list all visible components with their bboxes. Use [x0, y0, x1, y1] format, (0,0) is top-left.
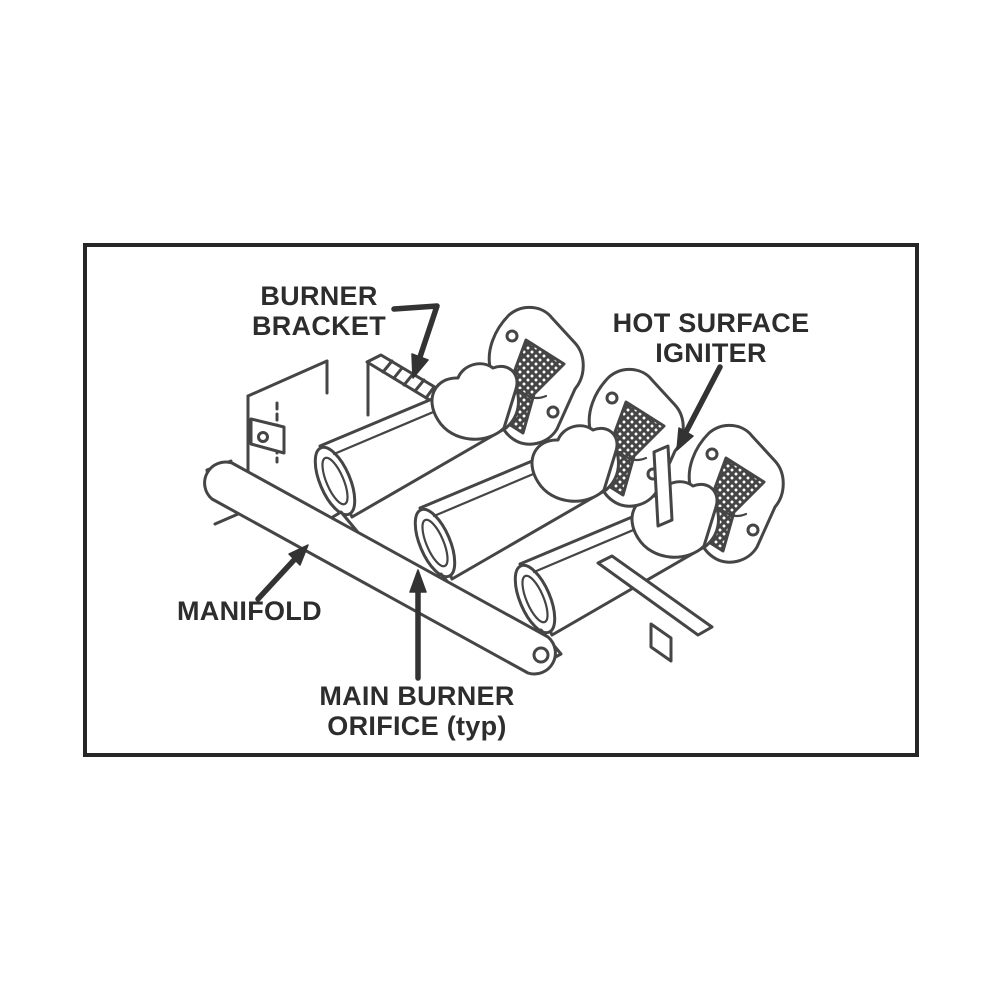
manifold-end-cap-hole — [532, 646, 550, 664]
label-main-burner-orifice: MAIN BURNER ORIFICE (typ) — [302, 681, 532, 741]
igniter-rod — [652, 444, 674, 528]
label-main-burner-orifice-line1: MAIN BURNER — [319, 681, 515, 711]
label-burner-bracket: BURNER BRACKET — [239, 281, 399, 341]
label-hot-surface-igniter: HOT SURFACE IGNITER — [606, 308, 816, 368]
label-manifold: MANIFOLD — [177, 596, 322, 626]
manifold-arrow — [255, 544, 309, 602]
label-hot-surface-igniter-line1: HOT SURFACE — [612, 308, 810, 338]
label-burner-bracket-line2: BRACKET — [251, 311, 387, 341]
label-main-burner-orifice-line2: ORIFICE (typ) — [327, 711, 507, 741]
support-rail — [596, 554, 714, 663]
label-burner-bracket-line1: BURNER — [260, 281, 378, 311]
label-hot-surface-igniter-line2: IGNITER — [655, 338, 767, 368]
manifold-pipe — [203, 460, 557, 676]
burner-bracket-arrow — [391, 303, 440, 379]
hot-surface-igniter-arrow — [676, 364, 723, 451]
main-burner-orifice-arrow — [409, 569, 427, 681]
